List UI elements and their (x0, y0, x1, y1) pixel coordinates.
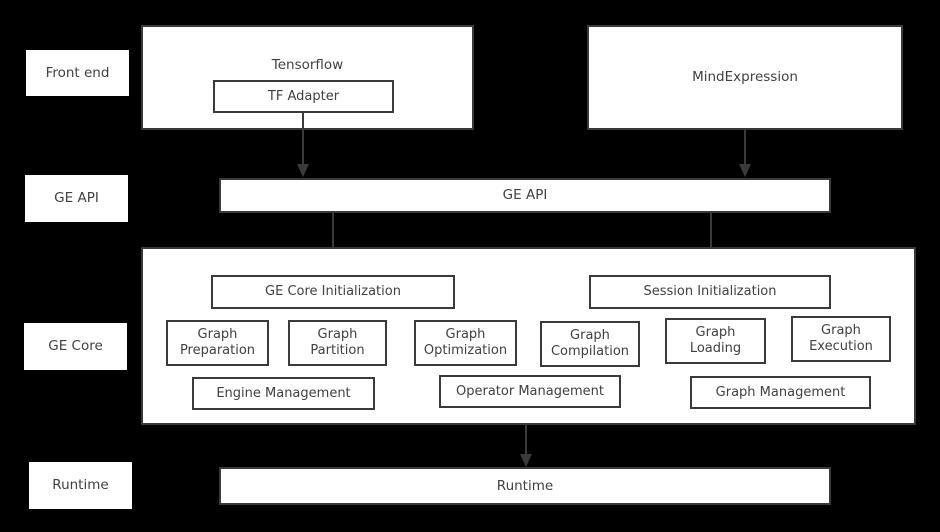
arrow-tf-adapter-to-ge-api (297, 113, 309, 177)
arrow-shaft (302, 113, 304, 164)
layer-tag-runtime-label: Runtime (52, 477, 109, 494)
graph-optimization-node[interactable]: Graph Optimization (414, 320, 517, 366)
operator-management-node[interactable]: Operator Management (439, 375, 621, 408)
mindexpression-panel: MindExpression (587, 25, 903, 130)
graph-execution-label: Graph Execution (809, 323, 873, 354)
ge-core-initialization-node[interactable]: GE Core Initialization (211, 275, 455, 309)
tf-adapter-node[interactable]: TF Adapter (213, 80, 394, 113)
mindexpression-title: MindExpression (692, 69, 798, 86)
layer-tag-front-end-label: Front end (45, 64, 110, 81)
engine-management-label: Engine Management (216, 385, 351, 401)
arrow-shaft (744, 130, 746, 164)
graph-partition-label: Graph Partition (310, 327, 365, 358)
session-initialization-node[interactable]: Session Initialization (589, 275, 831, 309)
graph-execution-node[interactable]: Graph Execution (791, 316, 891, 362)
ge-api-bar-label: GE API (502, 187, 548, 204)
graph-compilation-label: Graph Compilation (550, 328, 630, 359)
layer-tag-ge-core: GE Core (24, 323, 127, 370)
layer-tag-runtime: Runtime (29, 462, 132, 509)
arrow-ge-core-to-runtime (520, 425, 532, 467)
layer-tag-ge-api-label: GE API (54, 190, 99, 207)
arrow-head (739, 164, 751, 177)
runtime-bar[interactable]: Runtime (219, 467, 831, 505)
graph-preparation-label: Graph Preparation (179, 327, 256, 358)
arrow-shaft (710, 213, 712, 262)
ge-api-bar[interactable]: GE API (219, 178, 831, 213)
engine-management-node[interactable]: Engine Management (192, 377, 375, 410)
graph-compilation-node[interactable]: Graph Compilation (540, 321, 640, 367)
arrow-shaft (525, 425, 527, 454)
tf-adapter-label: TF Adapter (267, 88, 340, 104)
layer-tag-front-end: Front end (26, 50, 129, 96)
session-initialization-label: Session Initialization (643, 284, 777, 300)
graph-management-node[interactable]: Graph Management (690, 376, 871, 409)
graph-loading-node[interactable]: Graph Loading (665, 318, 766, 364)
graph-optimization-label: Graph Optimization (423, 327, 508, 358)
graph-preparation-node[interactable]: Graph Preparation (166, 320, 269, 366)
operator-management-label: Operator Management (456, 383, 604, 399)
arrow-head (297, 164, 309, 177)
layer-tag-ge-api: GE API (25, 175, 128, 222)
layer-tag-ge-core-label: GE Core (48, 338, 103, 355)
graph-loading-label: Graph Loading (689, 325, 742, 356)
arrow-mindexpression-to-ge-api (739, 130, 751, 177)
graph-partition-node[interactable]: Graph Partition (288, 320, 387, 366)
arrow-shaft (332, 213, 334, 262)
ge-core-initialization-label: GE Core Initialization (265, 284, 401, 300)
runtime-bar-label: Runtime (496, 477, 554, 494)
tensorflow-title: Tensorflow (271, 57, 344, 73)
graph-management-label: Graph Management (715, 384, 846, 400)
arrow-head (520, 454, 532, 467)
